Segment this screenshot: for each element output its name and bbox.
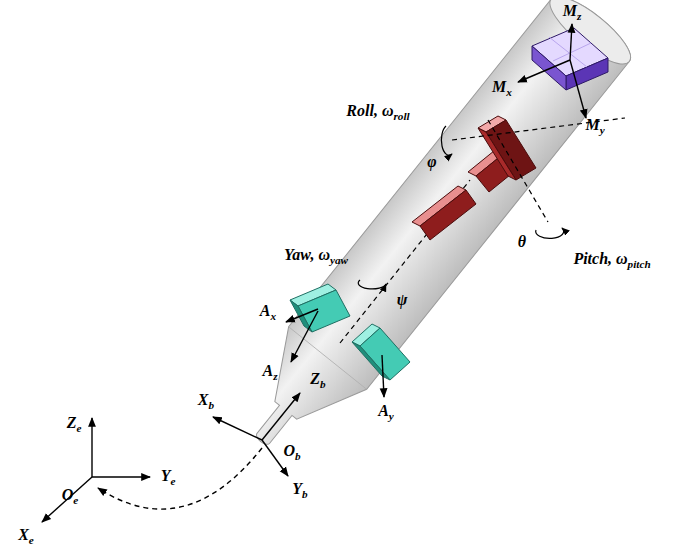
drawing-stroke	[420, 190, 476, 240]
drawing-stroke	[42, 477, 92, 522]
earth-frame	[42, 418, 262, 522]
subscript: yaw	[330, 254, 348, 266]
drawing-stroke	[358, 280, 386, 289]
axis-label: Ze	[67, 414, 82, 434]
symbol: Y	[292, 480, 302, 497]
subscript: x	[271, 310, 277, 322]
drawing-stroke	[98, 448, 262, 509]
subscript: roll	[393, 110, 409, 122]
drawing-stroke	[91, 418, 92, 477]
pen-body	[222, 0, 640, 473]
axis-label: θ	[518, 233, 526, 251]
drawing-stroke	[352, 342, 390, 380]
body-frame	[213, 393, 300, 476]
subscript: x	[506, 86, 512, 98]
drawing-stroke	[289, 327, 367, 390]
subscript: b	[209, 399, 215, 411]
axis-label: Yaw, ωyaw	[284, 246, 348, 266]
subscript: b	[295, 450, 301, 462]
subscript: y	[600, 124, 605, 136]
magnetometer-axes	[518, 24, 586, 118]
drawing-stroke	[488, 120, 548, 222]
drawing-stroke	[536, 228, 564, 238]
symbol: A	[260, 302, 271, 319]
gyroscope	[412, 116, 536, 240]
subscript: b	[302, 488, 308, 500]
symbol: Z	[67, 414, 77, 431]
axis-label: My	[585, 116, 604, 136]
subscript: b	[320, 378, 326, 390]
axis-label: ψ	[397, 291, 408, 309]
gyro-axes	[441, 118, 625, 238]
symbol: Yaw, ω	[284, 246, 330, 263]
symbol: A	[378, 402, 389, 419]
subscript: e	[73, 494, 78, 506]
symbol: Z	[310, 370, 320, 387]
symbol: O	[62, 486, 74, 503]
axis-label: Mx	[492, 78, 512, 98]
subscript: y	[389, 410, 394, 422]
axis-label: φ	[427, 153, 436, 171]
drawing-stroke	[213, 417, 262, 440]
symbol: M	[585, 116, 599, 133]
axis-label: Mz	[563, 2, 582, 22]
symbol: Pitch, ω	[573, 250, 627, 267]
symbol: M	[492, 78, 506, 95]
drawing-stroke	[291, 311, 318, 362]
subscript: pitch	[628, 258, 651, 270]
axis-label: Roll, ωroll	[346, 102, 409, 122]
subscript: e	[170, 475, 175, 487]
drawing-stroke	[532, 46, 566, 90]
drawing-stroke	[570, 60, 586, 118]
drawing-stroke	[382, 355, 384, 397]
axis-label: Ye	[161, 467, 176, 487]
drawing-stroke	[570, 24, 572, 60]
drawing-stroke	[553, 43, 591, 61]
axis-label: Xe	[18, 526, 34, 546]
accelerometer	[290, 284, 410, 380]
symbol: O	[283, 442, 295, 459]
symbol: A	[262, 362, 273, 379]
drawing-stroke	[92, 476, 150, 477]
subscript: z	[273, 370, 277, 382]
axis-label: Yb	[292, 480, 307, 500]
drawing-stroke	[222, 0, 640, 473]
drawing-stroke	[262, 393, 300, 440]
symbol: X	[18, 526, 29, 543]
axis-label: Zb	[310, 370, 325, 390]
subscript: e	[29, 534, 34, 546]
symbol: Roll, ω	[346, 102, 393, 119]
symbol: X	[198, 391, 209, 408]
symbol: M	[563, 2, 577, 19]
axis-label: Ay	[378, 402, 394, 422]
drawing-stroke	[518, 60, 570, 82]
drawing-stroke	[566, 58, 608, 90]
drawing-stroke	[441, 126, 452, 155]
subscript: e	[76, 422, 81, 434]
axis-label: Xb	[198, 391, 214, 411]
subscript: z	[577, 10, 581, 22]
axis-label: Pitch, ωpitch	[573, 250, 650, 270]
symbol: Y	[161, 467, 171, 484]
drawing-stroke	[549, 37, 587, 67]
axis-label: Ob	[283, 442, 300, 462]
axis-label: Az	[262, 362, 277, 382]
axis-label: Oe	[62, 486, 79, 506]
axis-label: Ax	[260, 302, 276, 322]
accel-axes	[286, 309, 384, 397]
